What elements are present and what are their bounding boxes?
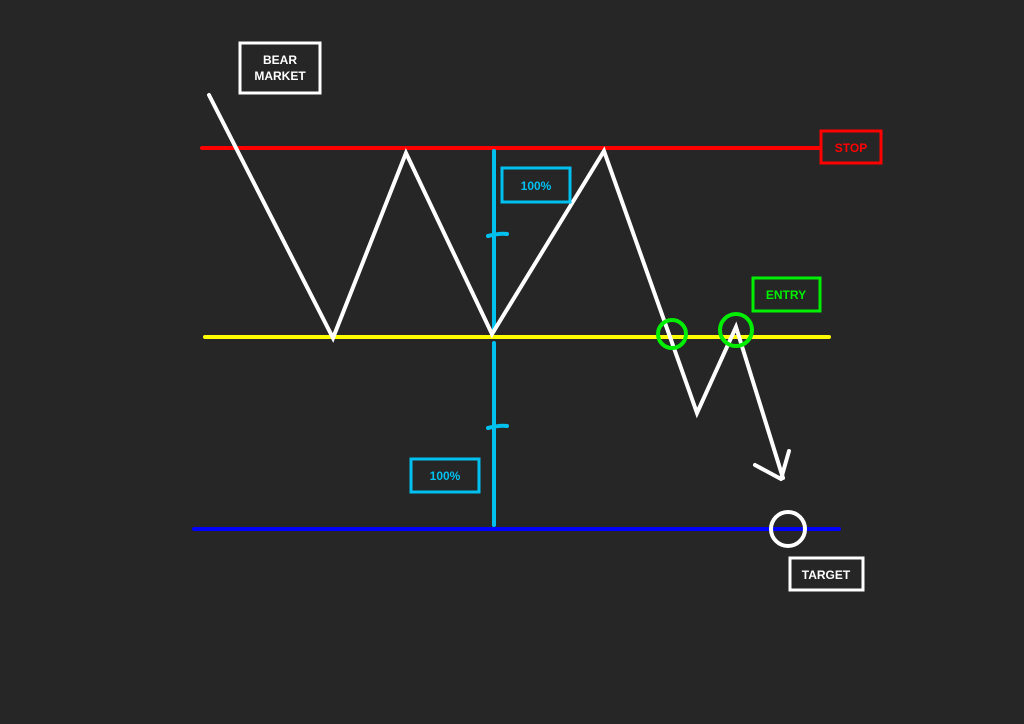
arrow-head-icon	[753, 449, 791, 481]
price-path	[207, 93, 785, 480]
measure-bottom-label: 100%	[409, 457, 481, 494]
target-circle	[769, 510, 807, 548]
measure-top-label: 100%	[500, 166, 572, 204]
target-label: TARGET	[788, 556, 865, 592]
bear-market-line1: BEAR	[263, 53, 297, 67]
measure-bottom-text: 100%	[430, 469, 461, 483]
entry-text: ENTRY	[766, 288, 806, 302]
entry-circle-retest	[718, 312, 754, 348]
measure-top-text: 100%	[521, 179, 552, 193]
stop-label: STOP	[819, 129, 883, 165]
measure-ruler	[486, 149, 509, 527]
entry-label: ENTRY	[751, 276, 822, 313]
bear-market-label: BEAR MARKET	[238, 41, 322, 95]
bear-market-line2: MARKET	[254, 69, 306, 83]
target-text: TARGET	[802, 568, 851, 582]
entry-circle-breakdown	[656, 318, 688, 350]
stop-text: STOP	[835, 141, 867, 155]
